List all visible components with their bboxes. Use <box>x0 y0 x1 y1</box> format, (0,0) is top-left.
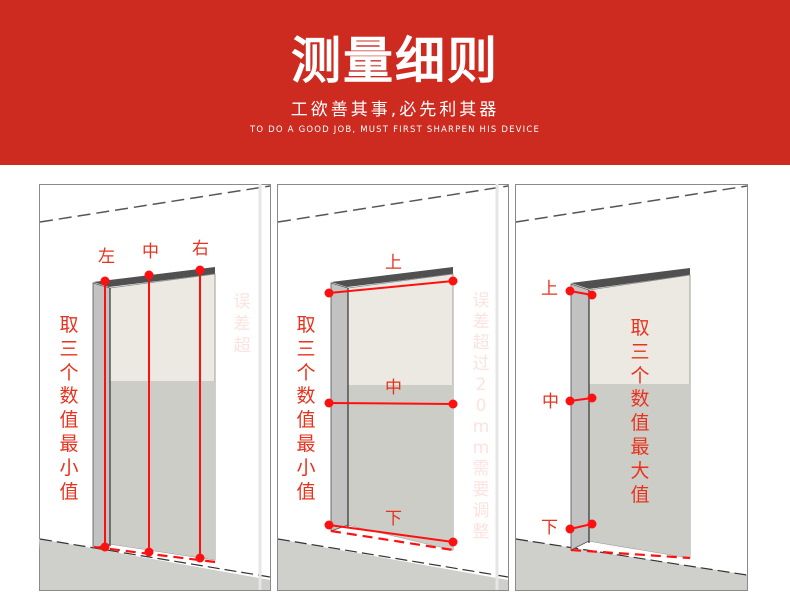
marker-label-middle: 中 <box>542 392 559 412</box>
marker-label-bottom: 下 <box>385 509 402 529</box>
door-frame-illustration <box>39 184 271 591</box>
page-subtitle-english: TO DO A GOOD JOB, MUST FIRST SHARPEN HIS… <box>249 125 541 135</box>
header-banner: 测量细则 工欲善其事,必先利其器 TO DO A GOOD JOB, MUST … <box>0 0 790 165</box>
door-frame-illustration <box>277 184 509 591</box>
marker-label-top: 上 <box>541 279 558 299</box>
marker-label-bottom: 下 <box>541 518 558 538</box>
door-frame-illustration <box>515 184 748 591</box>
marker-label-middle: 中 <box>142 242 159 262</box>
marker-label-top: 上 <box>385 253 402 273</box>
page-subtitle: 工欲善其事,必先利其器 <box>290 100 500 120</box>
panel-depth-measurement: 上 中 下 取 三 个 数 值 最 大 值 <box>515 184 748 591</box>
panel-height-measurement: 上 中 下 取 三 个 数 值 最 小 值 误 差 超 过 2 0 m m 需 … <box>277 184 509 591</box>
marker-label-left: 左 <box>98 247 115 267</box>
panel-width-measurement: 左 中 右 取 三 个 数 值 最 小 值 误 差 超 <box>39 184 271 591</box>
page-title: 测量细则 <box>291 32 499 90</box>
marker-label-middle: 中 <box>385 378 402 398</box>
marker-label-right: 右 <box>192 239 209 259</box>
